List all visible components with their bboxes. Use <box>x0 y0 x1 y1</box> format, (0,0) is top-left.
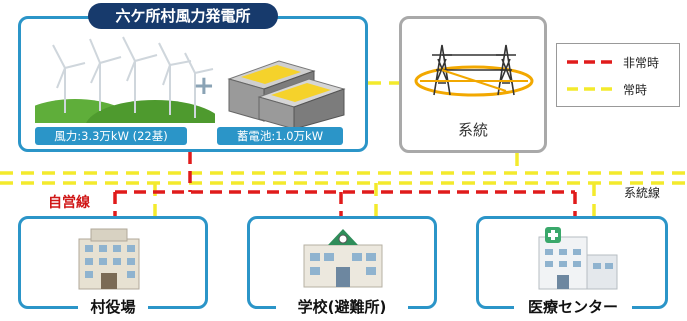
legend-emergency-label: 非常時 <box>623 56 660 70</box>
legend: 非常時 常時 <box>556 43 680 107</box>
transmission-tower-illustration <box>414 44 534 97</box>
legend-normal-swatch <box>567 87 615 91</box>
village-office-box <box>18 216 208 309</box>
grid-line-label: 系統線 <box>624 186 661 200</box>
village-office-label: 村役場 <box>78 294 148 320</box>
school-building-icon <box>303 229 383 288</box>
battery-containers-illustration <box>227 60 346 129</box>
plus-sign: + <box>193 71 215 101</box>
wind-capacity-caption: 風力:3.3万kW (22基) <box>35 127 187 145</box>
battery-capacity-caption: 蓄電池:1.0万kW <box>217 127 343 145</box>
hospital-building-icon <box>538 227 618 290</box>
plant-title: 六ケ所村風力発電所 <box>88 3 278 29</box>
medical-center-label: 医療センター <box>514 294 632 320</box>
self-line-label: 自営線 <box>48 195 90 211</box>
school-label: 学校(避難所) <box>276 294 408 320</box>
legend-emergency-swatch <box>567 60 615 64</box>
power-grid-box: 系統 <box>399 16 547 153</box>
village-office-building-icon <box>78 228 140 290</box>
wind-plant-box: + 風力:3.3万kW (22基) 蓄電池:1.0万kW <box>18 16 368 152</box>
school-box <box>247 216 437 309</box>
wind-turbines-illustration <box>35 36 215 123</box>
legend-normal-label: 常時 <box>623 83 648 97</box>
grid-label: 系統 <box>457 121 488 139</box>
medical-center-box <box>476 216 668 309</box>
